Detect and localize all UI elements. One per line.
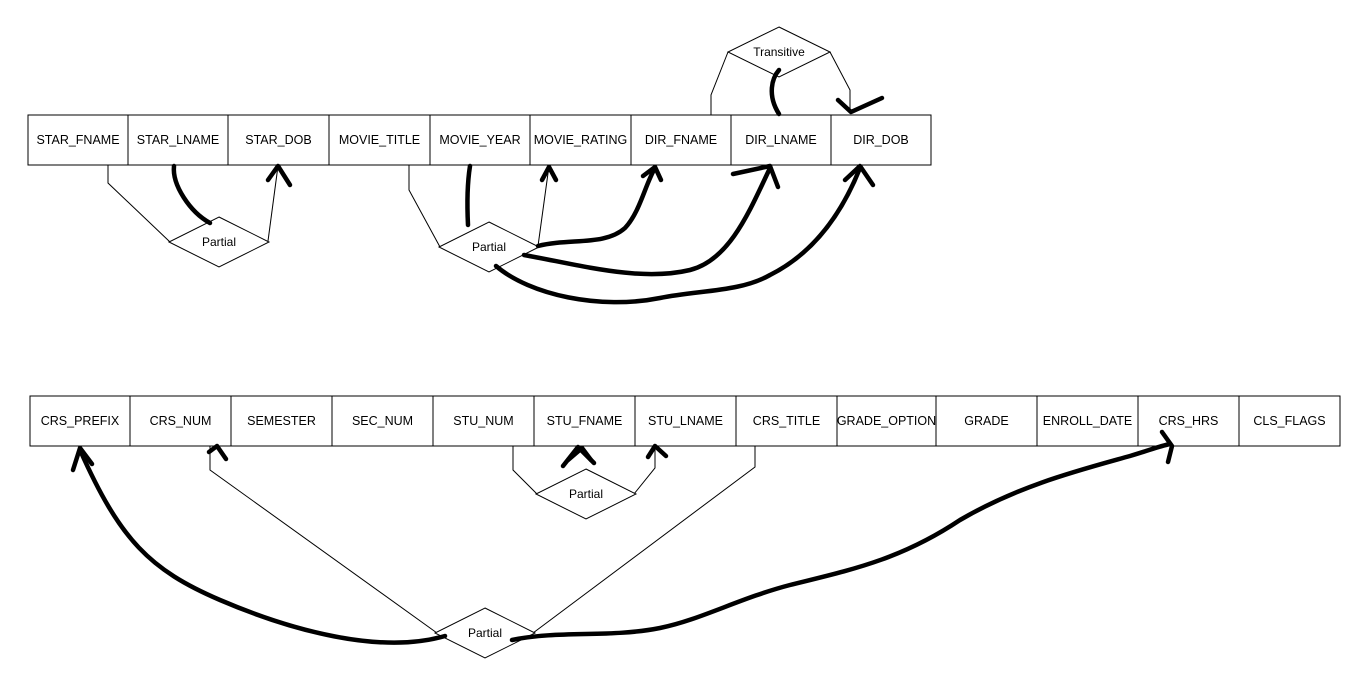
partial-dependency-course: Partial xyxy=(209,446,756,659)
arrow-crs-num-head xyxy=(206,443,229,462)
arrow-dir-lname-head xyxy=(730,163,781,190)
cell-movie-rating: MOVIE_RATING xyxy=(529,114,632,166)
arrow-movie-rating-head xyxy=(539,164,559,183)
cell-star-fname-label: STAR_FNAME xyxy=(36,133,119,147)
arrow-to-dir-lname xyxy=(521,165,773,277)
partial-star-connector-right xyxy=(267,165,279,242)
partial-movie-connector-right xyxy=(537,165,550,247)
transitive-connector-left xyxy=(710,51,729,115)
partial-stu-connector-right xyxy=(633,447,656,495)
cell-movie-year: MOVIE_YEAR xyxy=(429,114,531,166)
arrow-movie-year-tail xyxy=(465,163,473,228)
cell-crs-prefix-label: CRS_PREFIX xyxy=(41,414,120,428)
cell-dir-lname: DIR_LNAME xyxy=(730,114,832,166)
cell-grade: GRADE xyxy=(935,395,1038,447)
cell-sec-num: SEC_NUM xyxy=(331,395,434,447)
cell-stu-lname: STU_LNAME xyxy=(634,395,737,447)
partial-movie-connector-left xyxy=(408,165,441,248)
cell-grade-option: GRADE_OPTION xyxy=(836,395,937,447)
cell-star-lname: STAR_LNAME xyxy=(127,114,229,166)
cell-movie-title-label: MOVIE_TITLE xyxy=(339,133,420,147)
cell-dir-dob-label: DIR_DOB xyxy=(853,133,909,147)
cell-crs-hrs: CRS_HRS xyxy=(1137,395,1240,447)
cell-crs-num: CRS_NUM xyxy=(129,395,232,447)
partial-dependency-movie: Partial xyxy=(408,165,550,273)
cell-movie-year-label: MOVIE_YEAR xyxy=(439,133,520,147)
cell-dir-fname: DIR_FNAME xyxy=(630,114,732,166)
cell-dir-lname-label: DIR_LNAME xyxy=(745,133,817,147)
cell-cls-flags: CLS_FLAGS xyxy=(1238,395,1341,447)
cell-stu-lname-label: STU_LNAME xyxy=(648,414,723,428)
arrow-star-dob-head xyxy=(265,163,293,188)
cell-crs-title-label: CRS_TITLE xyxy=(753,414,820,428)
arrow-dir-dob-head-2 xyxy=(842,163,876,188)
arrow-to-crs-hrs xyxy=(509,441,1173,643)
cell-crs-num-label: CRS_NUM xyxy=(150,414,212,428)
cell-dir-dob: DIR_DOB xyxy=(830,114,932,166)
transitive-diamond xyxy=(726,26,832,78)
transitive-dependency: Transitive xyxy=(710,26,851,115)
partial-course-connector-right xyxy=(532,446,756,634)
cell-star-fname: STAR_FNAME xyxy=(27,114,129,166)
cell-movie-rating-label: MOVIE_RATING xyxy=(534,133,628,147)
partial-star-diamond xyxy=(167,216,271,268)
hand-drawn-arrows xyxy=(70,67,1175,645)
arrow-dir-dob-head xyxy=(835,95,885,115)
cell-grade-option-label: GRADE_OPTION xyxy=(837,414,936,428)
cell-stu-num-label: STU_NUM xyxy=(453,414,513,428)
partial-star-connector-left xyxy=(107,165,171,243)
arrow-stu-fname-head-2 xyxy=(565,445,594,463)
cell-cls-flags-label: CLS_FLAGS xyxy=(1253,414,1325,428)
partial-dependency-student: Partial xyxy=(512,446,656,520)
cell-stu-fname-label: STU_FNAME xyxy=(547,414,623,428)
arrow-crs-hrs-head xyxy=(1159,429,1175,465)
arrow-to-crs-prefix xyxy=(77,447,448,645)
transitive-label: Transitive xyxy=(753,45,805,59)
partial-course-diamond xyxy=(433,607,537,659)
cell-movie-title: MOVIE_TITLE xyxy=(328,114,431,166)
arrow-crs-prefix-head xyxy=(70,445,95,473)
arrow-star-lname-tail xyxy=(171,163,213,226)
cell-grade-label: GRADE xyxy=(964,414,1008,428)
arrow-to-dir-dob xyxy=(493,165,863,305)
partial-star-label: Partial xyxy=(202,235,236,249)
cell-semester-label: SEMESTER xyxy=(247,414,316,428)
table-movie-star: STAR_FNAME STAR_LNAME STAR_DOB MOVIE_TIT… xyxy=(27,114,932,166)
cell-enroll-date-label: ENROLL_DATE xyxy=(1043,414,1132,428)
partial-stu-connector-left xyxy=(512,446,538,495)
partial-movie-label: Partial xyxy=(472,240,506,254)
table-course-enrollment: CRS_PREFIX CRS_NUM SEMESTER SEC_NUM STU_… xyxy=(29,395,1341,447)
partial-dependency-star: Partial xyxy=(107,165,279,268)
partial-course-connector-left xyxy=(209,446,438,634)
cell-stu-num: STU_NUM xyxy=(432,395,535,447)
cell-sec-num-label: SEC_NUM xyxy=(352,414,413,428)
cell-stu-fname: STU_FNAME xyxy=(533,395,636,447)
cell-star-dob-label: STAR_DOB xyxy=(245,133,311,147)
cell-star-lname-label: STAR_LNAME xyxy=(137,133,219,147)
cell-semester: SEMESTER xyxy=(230,395,333,447)
partial-stu-label: Partial xyxy=(569,487,603,501)
cell-dir-fname-label: DIR_FNAME xyxy=(645,133,717,147)
arrow-dir-fname-head xyxy=(640,164,664,183)
arrow-dir-lname-tail xyxy=(769,67,782,117)
arrow-to-dir-fname xyxy=(535,165,658,249)
cell-enroll-date: ENROLL_DATE xyxy=(1036,395,1139,447)
partial-stu-diamond xyxy=(534,468,638,520)
cell-star-dob: STAR_DOB xyxy=(227,114,330,166)
cell-crs-hrs-label: CRS_HRS xyxy=(1159,414,1219,428)
arrow-stu-lname-head xyxy=(645,443,669,460)
cell-crs-prefix: CRS_PREFIX xyxy=(29,395,131,447)
cell-crs-title: CRS_TITLE xyxy=(735,395,838,447)
transitive-connector-right xyxy=(829,51,851,112)
partial-movie-diamond xyxy=(437,221,541,273)
partial-course-label: Partial xyxy=(468,626,502,640)
